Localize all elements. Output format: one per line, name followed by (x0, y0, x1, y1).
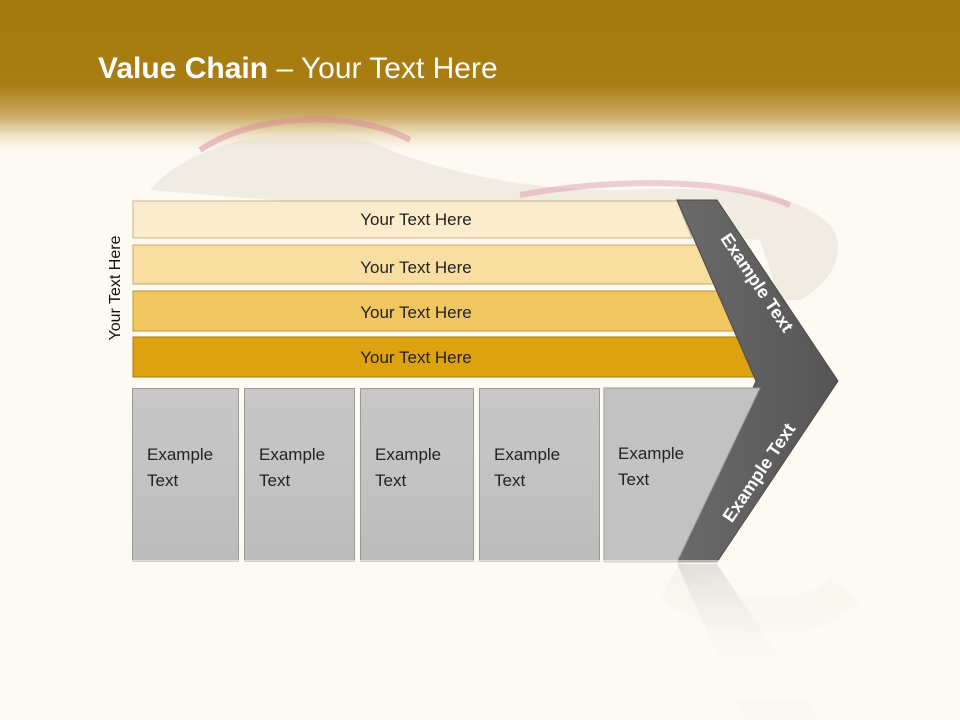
title-rest: – Your Text Here (268, 52, 498, 85)
page-title: Value Chain – Your Text Here (98, 52, 498, 86)
bar-3-label: Your Text Here (360, 303, 472, 322)
title-bold: Value Chain (98, 52, 269, 85)
bar-1-label: Your Text Here (360, 210, 472, 229)
reflection-fade-overlay (120, 560, 860, 700)
header-banner (0, 0, 960, 150)
bar-2-label: Your Text Here (360, 258, 472, 277)
bar-1 (132, 200, 693, 239)
bar-4-label: Your Text Here (360, 348, 472, 367)
